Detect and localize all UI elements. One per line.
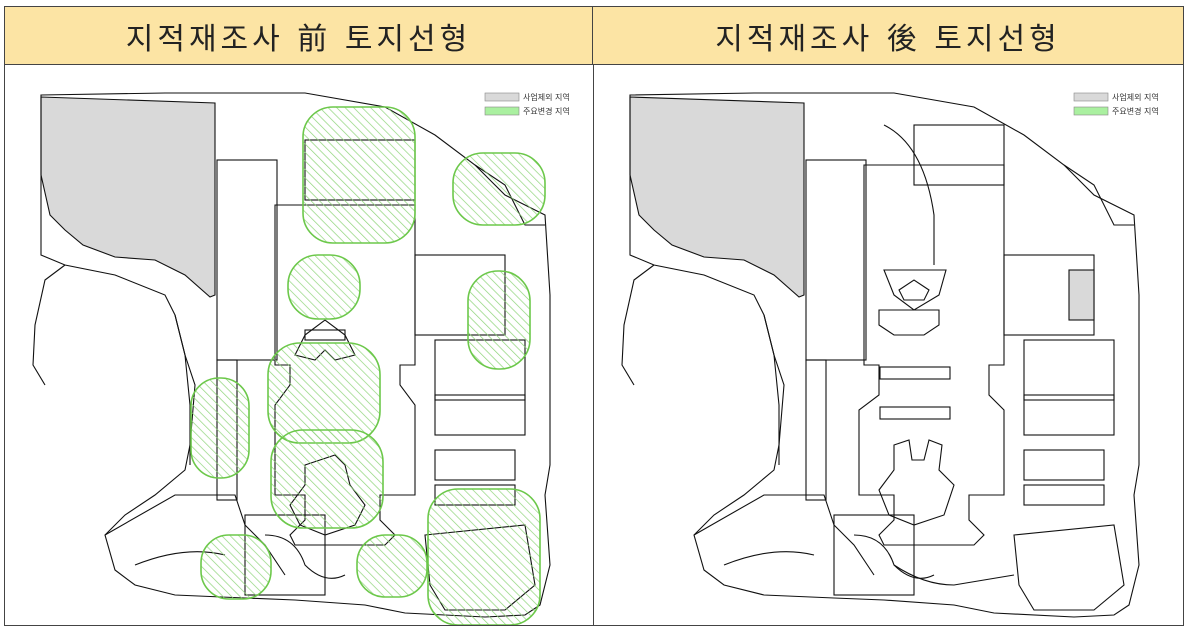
legend-swatch-changed — [1073, 106, 1109, 116]
excluded-block-after — [1068, 269, 1095, 321]
base-map-after — [621, 92, 1140, 618]
panel-title-before: 지적재조사 前 토지선형 — [5, 7, 593, 65]
map-after: 사업제외 지역 주요변경 지역 — [594, 65, 1182, 625]
legend-label-excluded: 사업제외 지역 — [523, 92, 570, 102]
panel-title-after: 지적재조사 後 토지선형 — [593, 7, 1183, 65]
legend-swatch-changed — [484, 106, 520, 116]
panel-divider — [593, 65, 594, 625]
map-before: 사업제외 지역 주요변경 지역 — [5, 65, 593, 625]
map-after-svg: 사업제외 지역 주요변경 지역 — [621, 92, 1159, 618]
legend-label-changed: 주요변경 지역 — [1112, 106, 1159, 116]
legend-label-excluded: 사업제외 지역 — [1112, 92, 1159, 102]
legend-label-changed: 주요변경 지역 — [523, 106, 570, 116]
excluded-area-after — [629, 96, 805, 298]
legend-swatch-excluded — [484, 92, 520, 102]
legend-after: 사업제외 지역 주요변경 지역 — [1073, 92, 1159, 116]
changed-regions — [190, 106, 546, 625]
legend-swatch-excluded — [1073, 92, 1109, 102]
map-before-svg: 사업제외 지역 주요변경 지역 — [32, 92, 570, 625]
excluded-area-before — [40, 96, 216, 298]
comparison-frame: 지적재조사 前 토지선형 지적재조사 後 토지선형 — [4, 6, 1184, 626]
legend-before: 사업제외 지역 주요변경 지역 — [484, 92, 570, 116]
